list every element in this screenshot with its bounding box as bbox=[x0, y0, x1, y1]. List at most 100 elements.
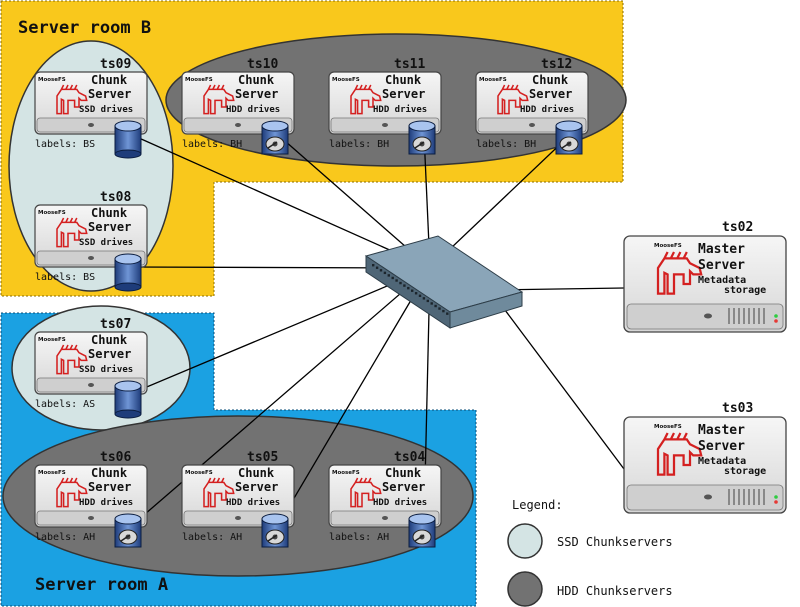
node-labels-text: labels: BS bbox=[35, 139, 95, 150]
brand-label: MooseFS bbox=[38, 77, 66, 83]
drive-bay-icon bbox=[529, 123, 535, 127]
drive-bay-icon bbox=[704, 494, 712, 500]
moose-logo-icon bbox=[56, 217, 88, 248]
master-role-line1: Master bbox=[698, 423, 745, 438]
hdd-drive-icon bbox=[261, 513, 289, 548]
moose-logo-icon bbox=[203, 84, 235, 115]
role-line1: Chunk bbox=[385, 73, 422, 87]
role-line1: Chunk bbox=[238, 73, 275, 87]
brand-label: MooseFS bbox=[185, 77, 213, 83]
role-line2: Server bbox=[88, 347, 131, 361]
activity-led-icon bbox=[774, 319, 778, 323]
node-labels-text: labels: AH bbox=[329, 532, 389, 543]
moose-logo-icon bbox=[56, 84, 88, 115]
chunkserver-hostname: ts11 bbox=[394, 57, 425, 72]
master-hostname: ts03 bbox=[722, 401, 753, 416]
master-role-line2: Server bbox=[698, 439, 745, 454]
drive-type-text: HDD drives bbox=[226, 497, 280, 508]
drive-bay-icon bbox=[382, 516, 388, 520]
chunkserver-hostname: ts12 bbox=[541, 57, 572, 72]
role-line2: Server bbox=[382, 87, 425, 101]
network-switch bbox=[364, 235, 524, 329]
power-led-icon bbox=[774, 495, 778, 499]
drive-type-text: SSD drives bbox=[79, 104, 133, 115]
hdd-drive-icon bbox=[555, 120, 583, 155]
chunkserver-hostname: ts05 bbox=[247, 450, 278, 465]
activity-led-icon bbox=[774, 500, 778, 504]
ssd-drive-icon bbox=[114, 380, 142, 419]
role-line1: Chunk bbox=[91, 466, 128, 480]
node-labels-text: labels: AH bbox=[182, 532, 242, 543]
drive-bay-icon bbox=[88, 516, 94, 520]
drive-bay-icon bbox=[704, 313, 712, 319]
brand-label: MooseFS bbox=[185, 470, 213, 476]
brand-label: MooseFS bbox=[38, 470, 66, 476]
switch-ports bbox=[372, 264, 449, 315]
power-led-icon bbox=[774, 314, 778, 318]
master-role-line4: storage bbox=[724, 466, 766, 477]
role-line2: Server bbox=[235, 480, 278, 494]
ssd-drive-icon bbox=[114, 120, 142, 159]
drive-bay-icon bbox=[235, 516, 241, 520]
chunkserver-hostname: ts04 bbox=[394, 450, 425, 465]
node-labels-text: labels: AH bbox=[35, 532, 95, 543]
role-line1: Chunk bbox=[532, 73, 569, 87]
server-room-a-title: Server room A bbox=[35, 575, 168, 595]
brand-label: MooseFS bbox=[654, 243, 682, 249]
drive-type-text: HDD drives bbox=[373, 104, 427, 115]
legend-ssd-label: SSD Chunkservers bbox=[557, 535, 673, 549]
node-labels-text: labels: BS bbox=[35, 272, 95, 283]
moose-logo-icon bbox=[56, 477, 88, 508]
hdd-drive-icon bbox=[408, 120, 436, 155]
drive-type-text: SSD drives bbox=[79, 364, 133, 375]
role-line2: Server bbox=[382, 480, 425, 494]
moose-logo-icon bbox=[350, 84, 382, 115]
drive-bay-icon bbox=[235, 123, 241, 127]
hdd-drive-icon bbox=[114, 513, 142, 548]
network-links bbox=[129, 133, 625, 528]
server-room-b-title: Server room B bbox=[18, 18, 151, 38]
chunkserver-hostname: ts10 bbox=[247, 57, 278, 72]
brand-label: MooseFS bbox=[654, 424, 682, 430]
chunkserver-hostname: ts07 bbox=[100, 317, 131, 332]
drive-type-text: HDD drives bbox=[520, 104, 574, 115]
drive-type-text: HDD drives bbox=[373, 497, 427, 508]
moose-logo-icon bbox=[350, 477, 382, 508]
drive-type-text: HDD drives bbox=[226, 104, 280, 115]
role-line2: Server bbox=[88, 87, 131, 101]
role-line2: Server bbox=[235, 87, 278, 101]
brand-label: MooseFS bbox=[479, 77, 507, 83]
chunkserver-hostname: ts06 bbox=[100, 450, 131, 465]
legend: Legend: SSD Chunkservers HDD Chunkserver… bbox=[507, 498, 673, 607]
moose-logo-icon bbox=[203, 477, 235, 508]
master-role-line4: storage bbox=[724, 285, 766, 296]
moose-logo-icon bbox=[656, 432, 703, 476]
role-line2: Server bbox=[529, 87, 572, 101]
role-line1: Chunk bbox=[91, 333, 128, 347]
master-role-line2: Server bbox=[698, 258, 745, 273]
role-line1: Chunk bbox=[385, 466, 422, 480]
node-labels-text: labels: BH bbox=[476, 139, 536, 150]
moose-logo-icon bbox=[56, 344, 88, 375]
drive-bay-icon bbox=[88, 383, 94, 387]
drive-type-text: HDD drives bbox=[79, 497, 133, 508]
role-line1: Chunk bbox=[91, 73, 128, 87]
master-role-line3: Metadata bbox=[698, 275, 746, 286]
brand-label: MooseFS bbox=[332, 77, 360, 83]
node-labels-text: labels: AS bbox=[35, 399, 95, 410]
brand-label: MooseFS bbox=[332, 470, 360, 476]
master-hostname: ts02 bbox=[722, 220, 753, 235]
drive-bay-icon bbox=[88, 256, 94, 260]
legend-hdd-swatch bbox=[507, 571, 543, 607]
drive-bay-icon bbox=[382, 123, 388, 127]
